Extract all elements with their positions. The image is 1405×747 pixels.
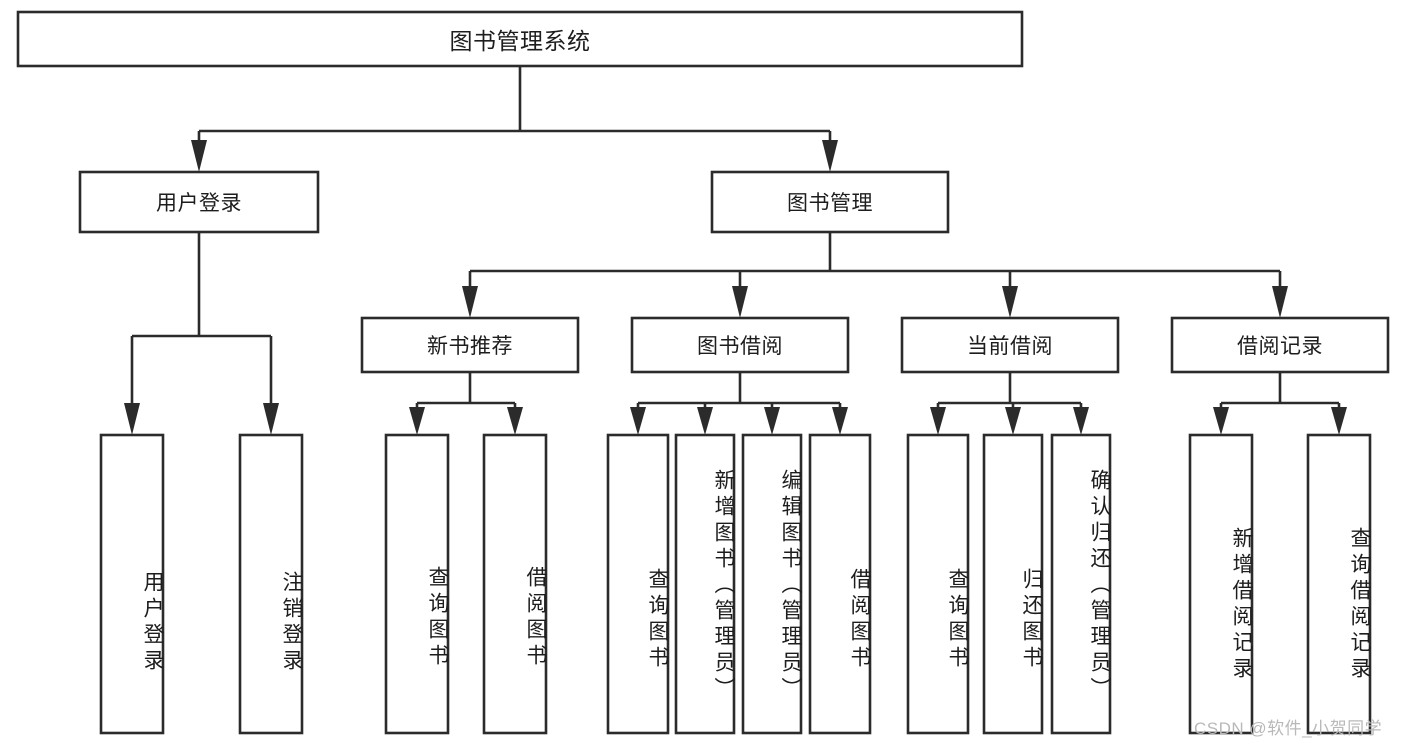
arrow-to-current-borrow (1002, 286, 1018, 318)
node-box-title[interactable] (16, 10, 1024, 68)
arrow-to-user-login (191, 140, 207, 172)
node-box-book-management[interactable] (710, 170, 950, 234)
leaf-box-borrow-book[interactable] (808, 433, 872, 735)
leaf-box-confirm-return-admin[interactable] (1050, 433, 1112, 735)
connector-layer (124, 66, 1347, 435)
arrow-to-new-book-rec (462, 286, 478, 318)
arrow-to-book-borrow (732, 286, 748, 318)
arrow-to-leaf-query-book-2 (630, 407, 646, 435)
arrow-to-leaf-query-book-1 (409, 407, 425, 435)
leaf-box-user-login[interactable] (99, 433, 165, 735)
arrow-to-leaf-confirm-return (1073, 407, 1089, 435)
arrow-to-leaf-query-record (1331, 407, 1347, 435)
arrow-to-leaf-user-login (124, 403, 140, 435)
arrow-to-leaf-borrow-book-1 (507, 407, 523, 435)
leaf-box-edit-book-admin[interactable] (741, 433, 803, 735)
arrow-to-leaf-borrow-book-2 (832, 407, 848, 435)
arrow-to-borrow-record (1272, 286, 1288, 318)
node-box-book-borrow[interactable] (630, 316, 850, 374)
leaf-box-query-book-newbook[interactable] (384, 433, 450, 735)
watermark-text: CSDN @软件_小贺同学 (1194, 719, 1383, 738)
node-box-new-book-recommend[interactable] (360, 316, 580, 374)
leaf-box-add-borrow-record[interactable] (1188, 433, 1254, 735)
node-box-user-login[interactable] (78, 170, 320, 234)
node-box-layer (16, 10, 1390, 735)
arrow-to-leaf-add-book (697, 407, 713, 435)
arrow-to-leaf-add-record (1213, 407, 1229, 435)
leaf-box-logout[interactable] (238, 433, 304, 735)
arrow-to-book-mgmt (822, 140, 838, 172)
leaf-box-query-book-borrow[interactable] (606, 433, 670, 735)
arrow-to-leaf-return-book (1005, 407, 1021, 435)
leaf-box-return-book[interactable] (982, 433, 1044, 735)
arrow-to-leaf-query-book-3 (930, 407, 946, 435)
arrow-to-leaf-logout (263, 403, 279, 435)
node-box-current-borrow[interactable] (900, 316, 1120, 374)
leaf-box-add-book-admin[interactable] (674, 433, 736, 735)
leaf-box-borrow-book-newbook[interactable] (482, 433, 548, 735)
arrow-to-leaf-edit-book (764, 407, 780, 435)
leaf-box-query-borrow-record[interactable] (1306, 433, 1372, 735)
leaf-box-query-book-current[interactable] (906, 433, 970, 735)
node-box-borrow-record[interactable] (1170, 316, 1390, 374)
